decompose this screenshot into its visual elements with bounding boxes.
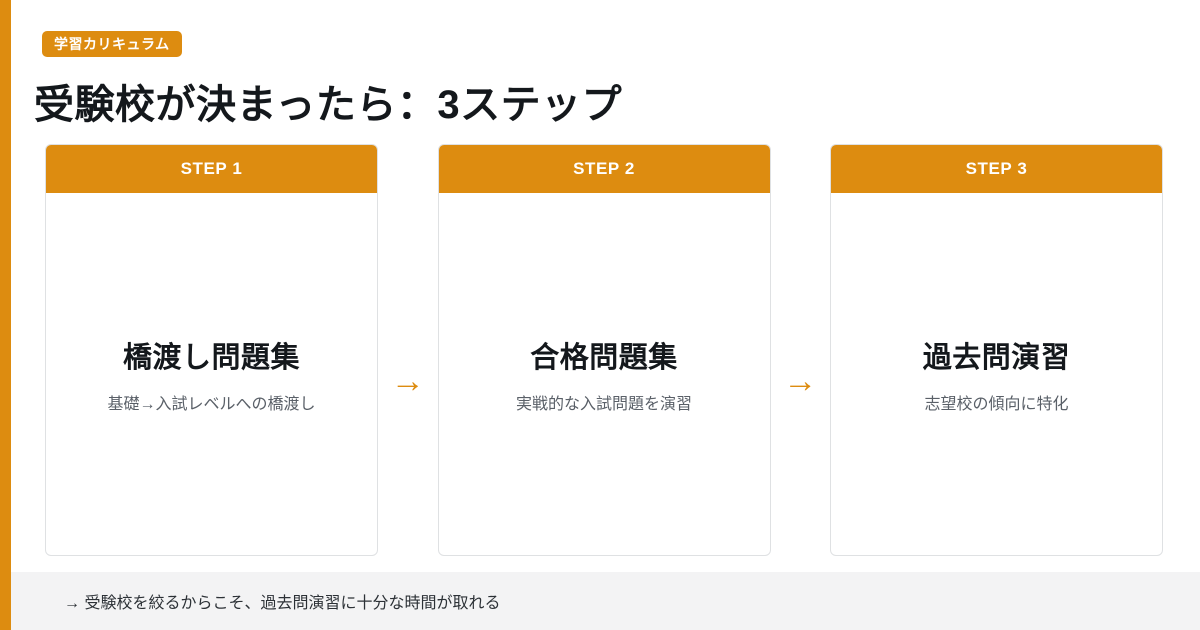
step-title-3: 過去問演習: [922, 342, 1071, 374]
step-header-1: STEP 1: [46, 145, 377, 193]
step-title-1: 橋渡し問題集: [122, 342, 300, 374]
step-body-3: 過去問演習 志望校の傾向に特化: [831, 193, 1162, 555]
step-card-3[interactable]: STEP 3 過去問演習 志望校の傾向に特化: [830, 144, 1163, 556]
footer-accent-bar: [0, 572, 11, 630]
category-badge: 学習カリキュラム: [42, 31, 182, 57]
step-description-2: 実戦的な入試問題を演習: [515, 396, 692, 413]
step-description-1: 基礎→入試レベルへの橋渡し: [107, 396, 316, 413]
step-title-2: 合格問題集: [530, 342, 678, 374]
footer-band: → 受験校を絞るからこそ、過去問演習に十分な時間が取れる: [0, 572, 1200, 630]
arrow-right-icon-2: →: [783, 362, 818, 400]
steps-row: STEP 1 橋渡し問題集 基礎→入試レベルへの橋渡し → STEP 2 合格問…: [45, 144, 1163, 556]
step-description-3: 志望校の傾向に特化: [924, 396, 1069, 413]
step-header-2: STEP 2: [438, 145, 770, 193]
step-card-2[interactable]: STEP 2 合格問題集 実戦的な入試問題を演習: [437, 144, 771, 556]
page-title: 受験校が決まったら：3ステップ: [34, 83, 623, 127]
step-body-1: 橋渡し問題集 基礎→入試レベルへの橋渡し: [46, 193, 377, 555]
step-header-3: STEP 3: [831, 145, 1162, 193]
step-body-2: 合格問題集 実戦的な入試問題を演習: [439, 193, 770, 555]
arrow-right-icon-1: →: [390, 362, 425, 400]
step-card-1[interactable]: STEP 1 橋渡し問題集 基礎→入試レベルへの橋渡し: [45, 144, 378, 556]
left-accent-bar: [0, 0, 11, 630]
footer-note: → 受験校を絞るからこそ、過去問演習に十分な時間が取れる: [64, 595, 501, 612]
